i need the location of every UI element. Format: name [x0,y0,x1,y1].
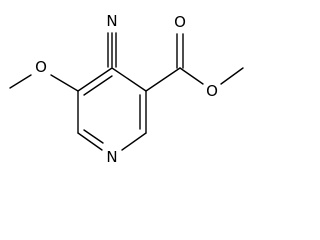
atom-label-carbonyl-o: O [174,13,186,31]
atom-label-methoxy-o: O [35,58,47,76]
atom-label-ester-o: O [206,82,218,100]
methyl-ester-group [145,33,244,92]
nitrile-triple-bond [107,32,117,68]
atom-label-nitrile-n: N [106,12,117,30]
methoxy-group [9,74,79,92]
pyridine-ring [77,67,147,151]
chemical-structure: N N O O O [9,12,244,166]
atom-label-ring-n: N [106,148,117,166]
